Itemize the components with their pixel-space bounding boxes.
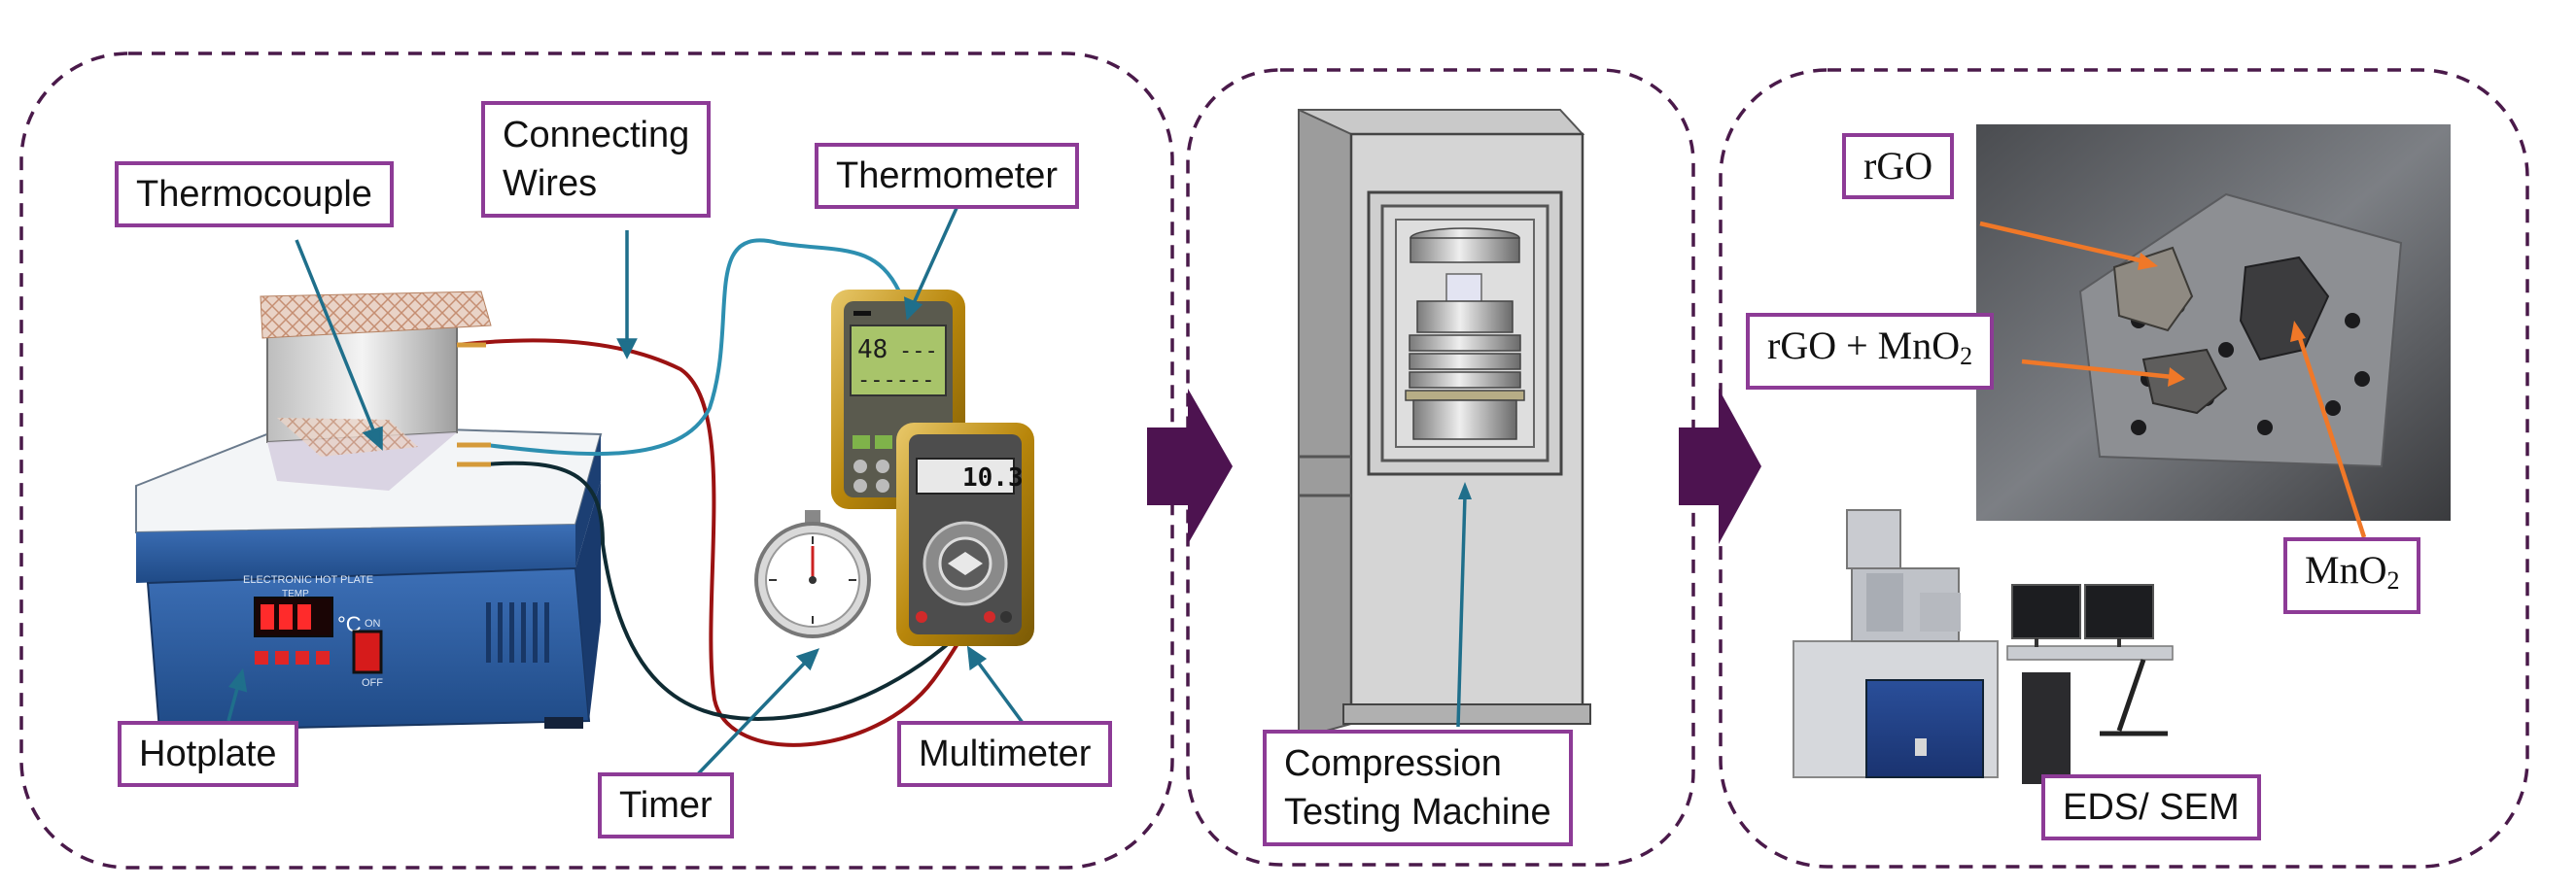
label-multimeter-text: Multimeter (919, 734, 1092, 774)
multimeter-reading: 10.3 (962, 463, 1024, 493)
label-timer: Timer (598, 772, 734, 838)
label-connecting-wires-line1: Connecting (503, 115, 690, 155)
thermometer-reading: 48 (857, 335, 888, 364)
label-compression-machine: Compression Testing Machine (1263, 730, 1573, 846)
label-rgo-mno2-subscript: 2 (1960, 342, 1973, 370)
hotplate-power-switch (352, 630, 383, 674)
sem-instrument (1793, 509, 2174, 784)
hotplate-brand-text: ELECTRONIC HOT PLATE (243, 574, 373, 586)
rgo-mno2-sample (2141, 348, 2228, 415)
label-thermometer: Thermometer (815, 143, 1080, 209)
multimeter-device: 10.3 (896, 423, 1034, 646)
label-thermocouple: Thermocouple (115, 161, 394, 227)
panel1-pointers (226, 205, 1027, 784)
hotplate-off-text: OFF (362, 677, 383, 689)
label-rgo-mno2: rGO + MnO2 (1746, 313, 1995, 390)
stopwatch-icon (754, 510, 871, 638)
rgo-sample (2112, 246, 2194, 332)
label-connecting-wires: Connecting Wires (481, 101, 712, 218)
hotplate-temp-text: TEMP (282, 589, 309, 599)
label-rgo-mno2-text: rGO + MnO (1767, 324, 1961, 367)
label-compression-line2: Testing Machine (1284, 792, 1551, 833)
label-mno2-subscript: 2 (2386, 566, 2400, 595)
dark-wire (485, 461, 974, 722)
label-mno2: MnO2 (2283, 537, 2421, 614)
flow-arrow-1 (1147, 389, 1233, 544)
label-hotplate: Hotplate (118, 721, 298, 787)
label-compression-line1: Compression (1284, 743, 1502, 784)
blue-wire (485, 238, 901, 457)
label-timer-text: Timer (619, 785, 713, 826)
label-hotplate-text: Hotplate (139, 734, 277, 774)
label-thermocouple-text: Thermocouple (136, 174, 372, 215)
hotplate-buttons (255, 651, 330, 665)
sample-photo (1976, 124, 2451, 538)
label-eds-sem: EDS/ SEM (2041, 774, 2261, 840)
hotplate-on-text: ON (365, 618, 381, 630)
panel-3-frame (1719, 68, 2529, 869)
label-eds-sem-text: EDS/ SEM (2063, 787, 2240, 828)
label-connecting-wires-line2: Wires (503, 163, 598, 204)
mesh-top (260, 291, 492, 339)
label-rgo-text: rGO (1863, 144, 1933, 188)
label-thermometer-text: Thermometer (836, 155, 1059, 196)
label-mno2-text: MnO (2305, 548, 2387, 592)
label-rgo: rGO (1842, 133, 1955, 199)
compression-machine (1298, 109, 1591, 740)
thermometer-dashes-2: ------ (857, 368, 934, 393)
thermometer-dashes-1: --- (899, 339, 938, 363)
flow-arrow-2 (1679, 389, 1761, 544)
hotplate-display (254, 597, 333, 637)
label-multimeter: Multimeter (897, 721, 1113, 787)
